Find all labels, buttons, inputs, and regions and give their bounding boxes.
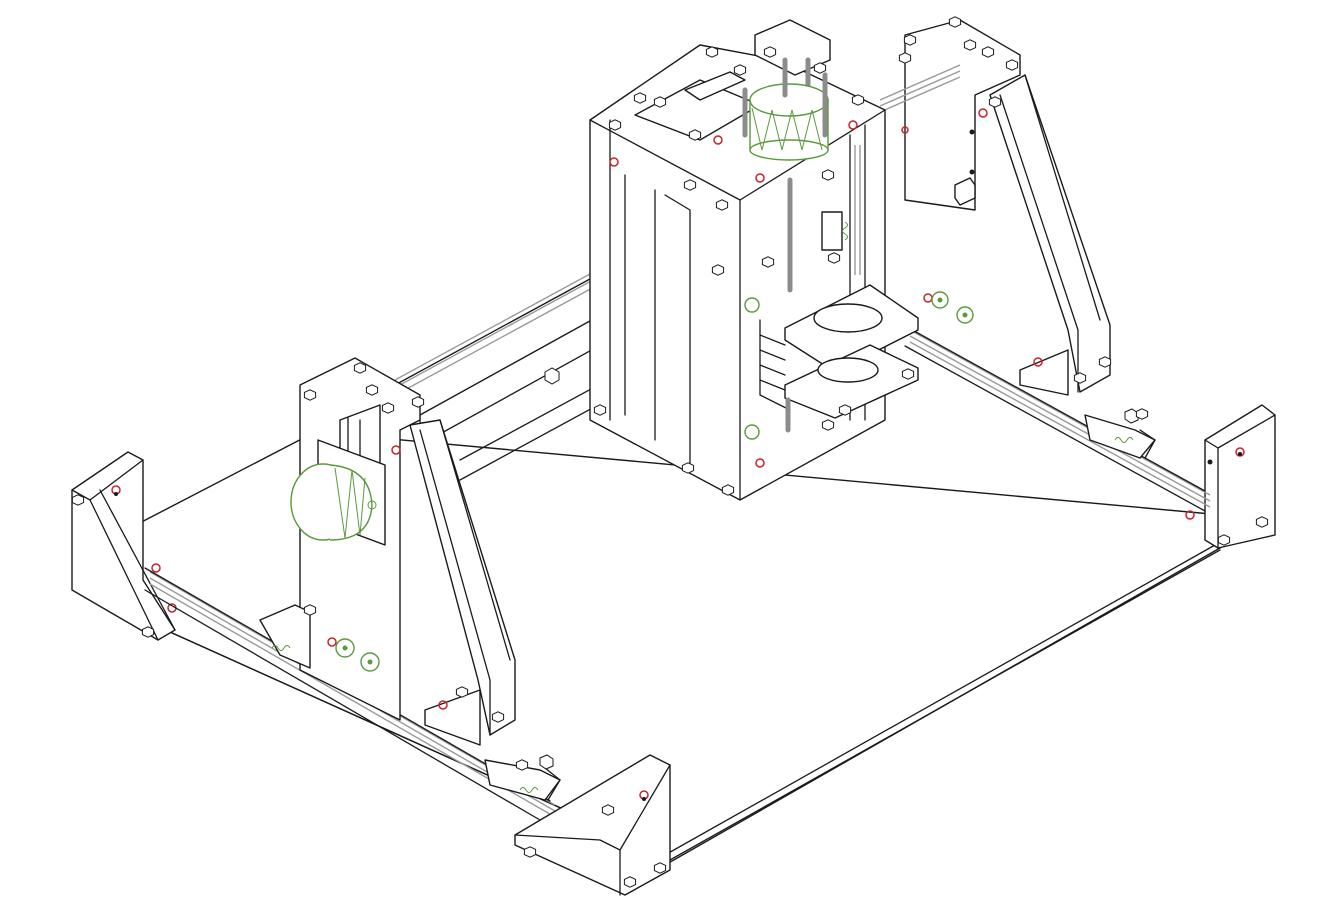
hex-nut-icon	[963, 39, 977, 51]
hex-nut-icon	[365, 384, 379, 396]
hex-nut-icon	[1217, 534, 1231, 546]
hex-nut-icon	[903, 34, 917, 46]
mounting-hole-icon	[609, 157, 619, 167]
x-stepper-motor	[290, 439, 386, 546]
hex-nut-icon	[948, 16, 962, 28]
mounting-hole-icon	[1033, 357, 1043, 367]
hex-nut-icon	[715, 199, 729, 211]
hex-nut-icon	[733, 64, 747, 76]
hex-nut-icon	[593, 404, 607, 416]
mounting-hole-icon	[923, 293, 933, 303]
hex-nut-icon	[515, 759, 529, 771]
right-gantry-side	[879, 19, 1111, 396]
hex-nut-icon	[491, 711, 505, 723]
hex-nut-icon	[988, 96, 1002, 108]
hex-nut-icon	[898, 52, 912, 64]
hex-nut-icon	[608, 119, 622, 131]
hex-nut-icon	[303, 389, 317, 401]
mounting-hole-icon	[438, 700, 448, 710]
mounting-hole-icon	[848, 120, 858, 130]
hex-nut-icon	[303, 604, 317, 616]
hex-nut-icon	[705, 46, 719, 58]
mounting-hole-icon	[391, 445, 401, 455]
mounting-hole-icon	[713, 135, 723, 145]
hex-nut-icon	[653, 862, 667, 874]
hex-nut-icon	[981, 46, 995, 58]
hex-nut-icon	[601, 804, 615, 816]
hex-nut-icon	[623, 876, 637, 888]
hex-nut-icon	[1135, 408, 1149, 420]
hex-nut-icon	[813, 62, 827, 74]
hex-nut-icon	[411, 396, 425, 408]
hex-nut-icon	[683, 179, 697, 191]
left-carriage	[484, 754, 561, 801]
hex-nut-icon	[141, 626, 155, 638]
right-carriage	[1084, 408, 1156, 459]
z-stepper-motor	[742, 57, 829, 161]
hex-nut-icon	[688, 129, 702, 141]
mounting-hole-icon	[1207, 459, 1213, 465]
hex-nut-icon	[711, 264, 725, 276]
hex-nut-icon	[821, 169, 835, 181]
hex-nut-icon	[544, 367, 560, 385]
right-front-end-block	[1185, 404, 1276, 549]
mounting-hole-icon	[151, 563, 161, 573]
hex-nut-icon	[71, 494, 85, 506]
hex-nut-icon	[523, 846, 537, 858]
hex-nut-icon	[827, 252, 841, 264]
hex-nut-icon	[763, 46, 777, 58]
mounting-hole-icon	[978, 108, 988, 118]
mounting-hole-icon	[755, 458, 765, 468]
mounting-hole-icon	[1185, 510, 1195, 520]
front-center-end-block	[514, 754, 671, 896]
hex-nut-icon	[821, 419, 835, 431]
hex-nut-icon	[761, 256, 775, 268]
hex-nut-icon	[681, 462, 695, 474]
hex-nut-icon	[633, 92, 647, 104]
hex-nut-icon	[539, 754, 554, 770]
mounting-hole-icon	[901, 126, 909, 134]
mounting-hole-icon	[1238, 452, 1242, 456]
hex-nut-icon	[1005, 59, 1019, 71]
hex-nut-icon	[901, 368, 915, 380]
mounting-hole-icon	[755, 173, 765, 183]
hex-nut-icon	[721, 484, 735, 496]
hex-nut-icon	[1098, 356, 1112, 368]
hex-nut-icon	[1073, 372, 1087, 384]
hex-nut-group	[71, 16, 1269, 888]
hex-nut-icon	[353, 362, 367, 374]
hex-nut-icon	[851, 94, 865, 106]
hex-nut-icon	[653, 96, 667, 108]
hex-nut-icon	[1124, 408, 1139, 424]
right-y-rail	[904, 325, 1211, 512]
hex-nut-icon	[1255, 516, 1269, 528]
mounting-hole-icon	[969, 129, 975, 135]
mounting-hole-icon	[327, 637, 337, 647]
hex-nut-icon	[838, 404, 852, 416]
hex-nut-icon	[455, 686, 469, 698]
hex-nut-icon	[381, 402, 395, 414]
mounting-hole-icon	[969, 169, 975, 175]
